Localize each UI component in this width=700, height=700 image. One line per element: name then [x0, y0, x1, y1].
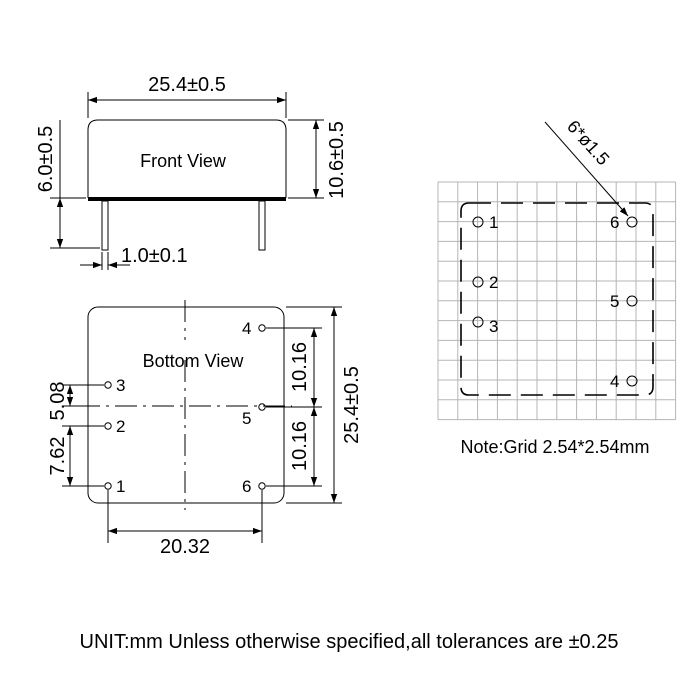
bottom-pin-spacing-x: 20.32 [160, 536, 210, 558]
pcb-pin-6-label: 6 [610, 213, 619, 232]
bottom-pin-1-hole [104, 482, 112, 490]
hole-leader-line [544, 121, 629, 217]
pcb-pin-4-hole [626, 375, 638, 387]
front-body-height-dimension: 6.0±0.5 [35, 126, 57, 193]
pcb-layout: 1 2 3 6 5 4 6*ø1.5 Note:Grid 2.54*2.54mm [437, 116, 677, 457]
pcb-grid [437, 181, 677, 421]
bottom-view-label: Bottom View [143, 351, 245, 371]
bottom-pin-4-label: 4 [242, 319, 251, 338]
grid-note: Note:Grid 2.54*2.54mm [460, 437, 649, 457]
front-view-pin-right [258, 200, 266, 251]
pcb-pin-5-hole [626, 295, 638, 307]
bottom-pin-4-hole [258, 324, 266, 332]
bottom-pin-5-label: 5 [242, 409, 251, 428]
front-pin-width-dimension: 1.0±0.1 [121, 245, 188, 267]
pcb-pin-6-hole [626, 216, 638, 228]
bottom-pin-6-label: 6 [242, 477, 251, 496]
front-view-pin-left [101, 200, 109, 251]
footer-note: UNIT:mm Unless otherwise specified,all t… [80, 631, 619, 653]
front-view: Front View 25.4±0.5 6.0±0.5 10.6±0.5 1.0… [35, 74, 348, 270]
bottom-pin-spacing-y-a: 10.16 [289, 342, 311, 392]
pcb-pin-1-hole [472, 216, 484, 228]
bottom-view: Bottom View 3 2 1 4 5 6 20.32 10.16 10.1… [47, 300, 363, 558]
hole-spec-label: 6*ø1.5 [563, 116, 613, 169]
front-width-dimension: 25.4±0.5 [148, 74, 226, 96]
pcb-pin-4-label: 4 [610, 372, 619, 391]
pcb-pin-1-label: 1 [489, 213, 498, 232]
bottom-pin-6-hole [258, 482, 266, 490]
front-view-body [87, 119, 287, 198]
pcb-pin-5-label: 5 [610, 292, 619, 311]
front-total-height-dimension: 10.6±0.5 [326, 121, 348, 199]
bottom-left-dim-top: 5.08 [47, 382, 69, 421]
bottom-pin-5-hole [258, 403, 266, 411]
bottom-pin-spacing-y-b: 10.16 [289, 421, 311, 471]
bottom-pin-2-hole [104, 422, 112, 430]
front-view-label: Front View [140, 151, 227, 171]
bottom-pin-3-label: 3 [116, 376, 125, 395]
bottom-height-dimension: 25.4±0.5 [341, 366, 363, 444]
pcb-pin-3-hole [472, 316, 484, 328]
pcb-pin-3-label: 3 [489, 317, 498, 336]
pcb-outline [460, 202, 654, 396]
pcb-pin-2-hole [472, 276, 484, 288]
bottom-left-dim-bottom: 7.62 [47, 437, 69, 476]
bottom-pin-1-label: 1 [116, 477, 125, 496]
bottom-pin-3-hole [104, 381, 112, 389]
bottom-pin-2-label: 2 [116, 417, 125, 436]
bottom-view-body [87, 306, 285, 504]
pcb-pin-2-label: 2 [489, 273, 498, 292]
